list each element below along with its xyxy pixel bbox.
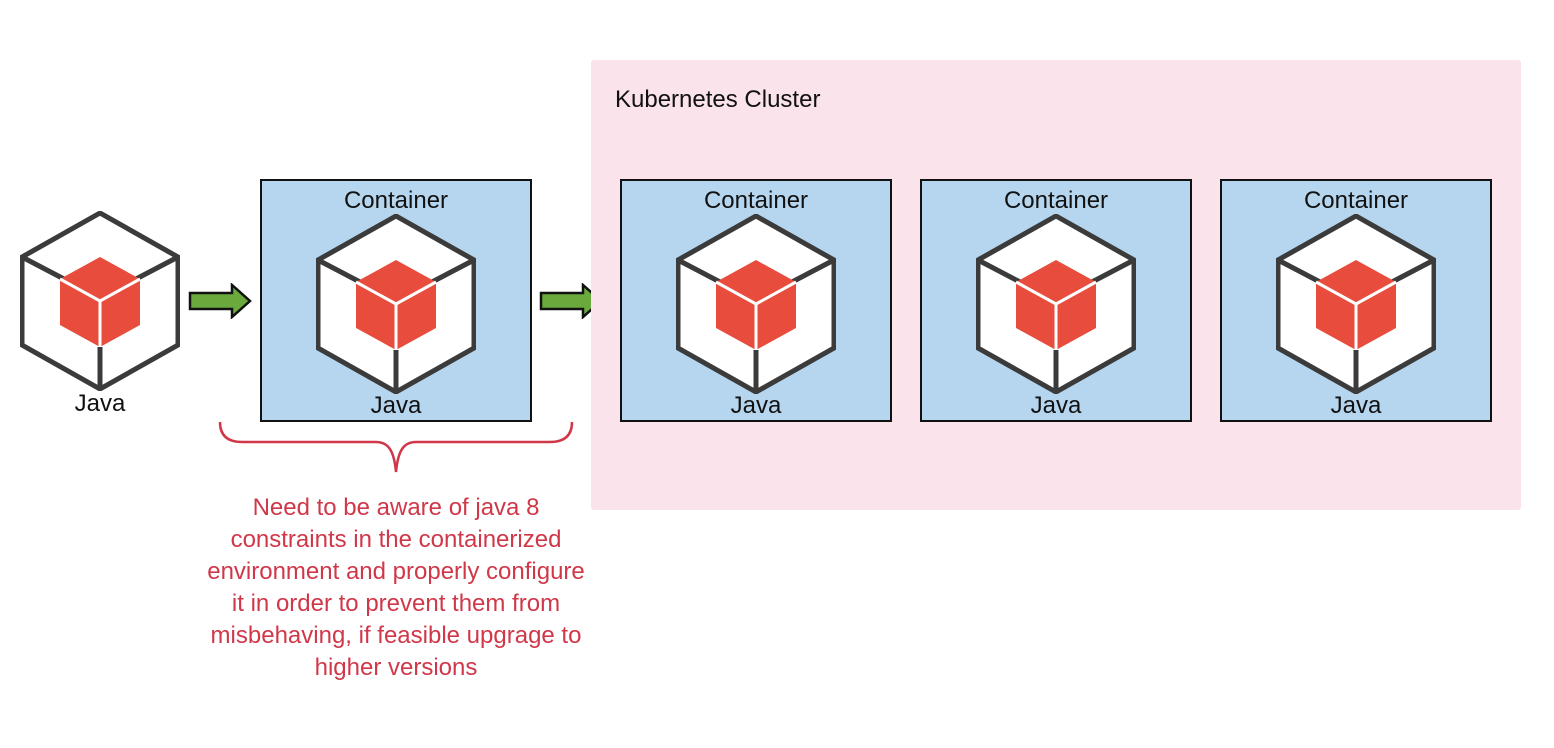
container-title: Container bbox=[343, 187, 449, 214]
kubernetes-cluster: Kubernetes Cluster Container Java Contai… bbox=[591, 60, 1521, 510]
java-label: Java bbox=[370, 392, 422, 419]
cluster-container-2: Container Java bbox=[920, 179, 1192, 422]
cluster-container-3: Container Java bbox=[1220, 179, 1492, 422]
java-cube-icon bbox=[976, 214, 1136, 394]
cluster-container-1: Container Java bbox=[620, 179, 892, 422]
container-title: Container bbox=[1303, 187, 1409, 214]
curly-brace-icon bbox=[218, 421, 574, 473]
cluster-title: Kubernetes Cluster bbox=[615, 86, 821, 113]
annotation-note: Need to be aware of java 8 constraints i… bbox=[207, 494, 585, 681]
java-cube-icon bbox=[1276, 214, 1436, 394]
java-cube-icon bbox=[20, 211, 180, 391]
right-arrow-icon bbox=[188, 283, 252, 319]
standalone-java-label: Java bbox=[74, 390, 126, 417]
java-cube-icon bbox=[316, 214, 476, 394]
java-container: Container Java bbox=[260, 179, 532, 422]
java-label: Java bbox=[1030, 392, 1082, 419]
container-title: Container bbox=[703, 187, 809, 214]
java-cube-icon bbox=[676, 214, 836, 394]
container-title: Container bbox=[1003, 187, 1109, 214]
java-label: Java bbox=[1330, 392, 1382, 419]
java-label: Java bbox=[730, 392, 782, 419]
